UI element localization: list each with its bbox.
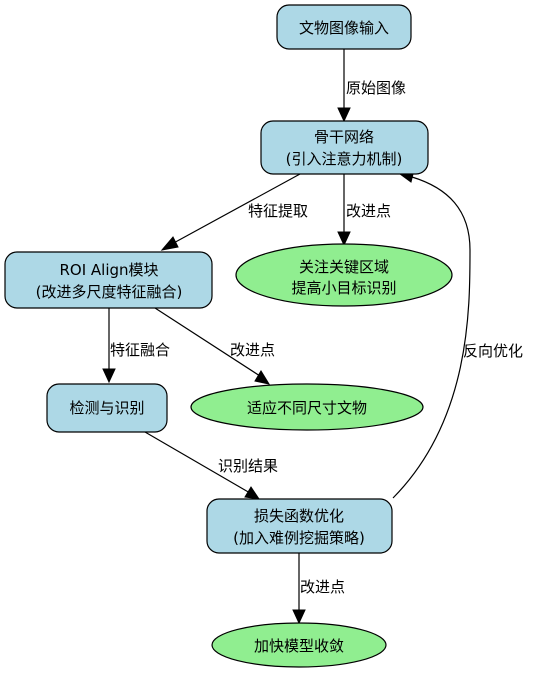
node-backbone-title: 骨干网络 [314, 128, 374, 146]
node-focus-key-regions-line1: 关注关键区域 [299, 258, 389, 276]
edge-backbone-attention [337, 174, 351, 247]
node-adapt-sizes-label: 适应不同尺寸文物 [247, 399, 367, 417]
edge-label-loss-converge: 改进点 [300, 578, 345, 596]
node-roi-align-subtitle: (改进多尺度特征融合) [36, 283, 183, 301]
edge-roi-adapt [154, 307, 271, 385]
node-image-input-label: 文物图像输入 [299, 19, 389, 37]
edge-label-roi-detect: 特征融合 [110, 341, 170, 359]
node-loss-optimization-title: 损失函数优化 [254, 507, 344, 525]
node-loss-optimization: 损失函数优化 (加入难例挖掘策略) [206, 498, 393, 554]
node-backbone: 骨干网络 (引入注意力机制) [260, 120, 429, 175]
edge-detect-loss [144, 431, 261, 500]
edge-label-roi-adapt: 改进点 [230, 341, 275, 359]
edge-label-input-backbone: 原始图像 [346, 79, 406, 97]
edge-label-backbone-roi: 特征提取 [248, 202, 308, 220]
node-backbone-subtitle: (引入注意力机制) [286, 150, 403, 168]
edge-label-detect-loss: 识别结果 [218, 457, 278, 475]
node-focus-key-regions-line2: 提高小目标识别 [291, 279, 396, 297]
node-roi-align: ROI Align模块 (改进多尺度特征融合) [4, 251, 213, 309]
edge-label-loss-backbone: 反向优化 [463, 342, 523, 360]
node-image-input: 文物图像输入 [276, 4, 412, 50]
edge-loss-converge [292, 553, 306, 625]
node-faster-convergence: 加快模型收敛 [211, 622, 387, 668]
node-faster-convergence-label: 加快模型收敛 [254, 637, 344, 655]
node-detect-recognize-label: 检测与识别 [69, 399, 144, 417]
node-detect-recognize: 检测与识别 [46, 383, 168, 433]
edge-backbone-roi [160, 173, 301, 251]
edge-label-backbone-attention: 改进点 [346, 202, 391, 220]
node-adapt-sizes: 适应不同尺寸文物 [190, 383, 424, 431]
node-loss-optimization-subtitle: (加入难例挖掘策略) [233, 529, 365, 547]
edge-roi-detect [102, 308, 116, 384]
edge-input-backbone [337, 49, 351, 123]
node-roi-align-title: ROI Align模块 [59, 261, 158, 279]
node-focus-key-regions: 关注关键区域 提高小目标识别 [235, 243, 453, 307]
edge-loss-backbone [392, 169, 471, 499]
